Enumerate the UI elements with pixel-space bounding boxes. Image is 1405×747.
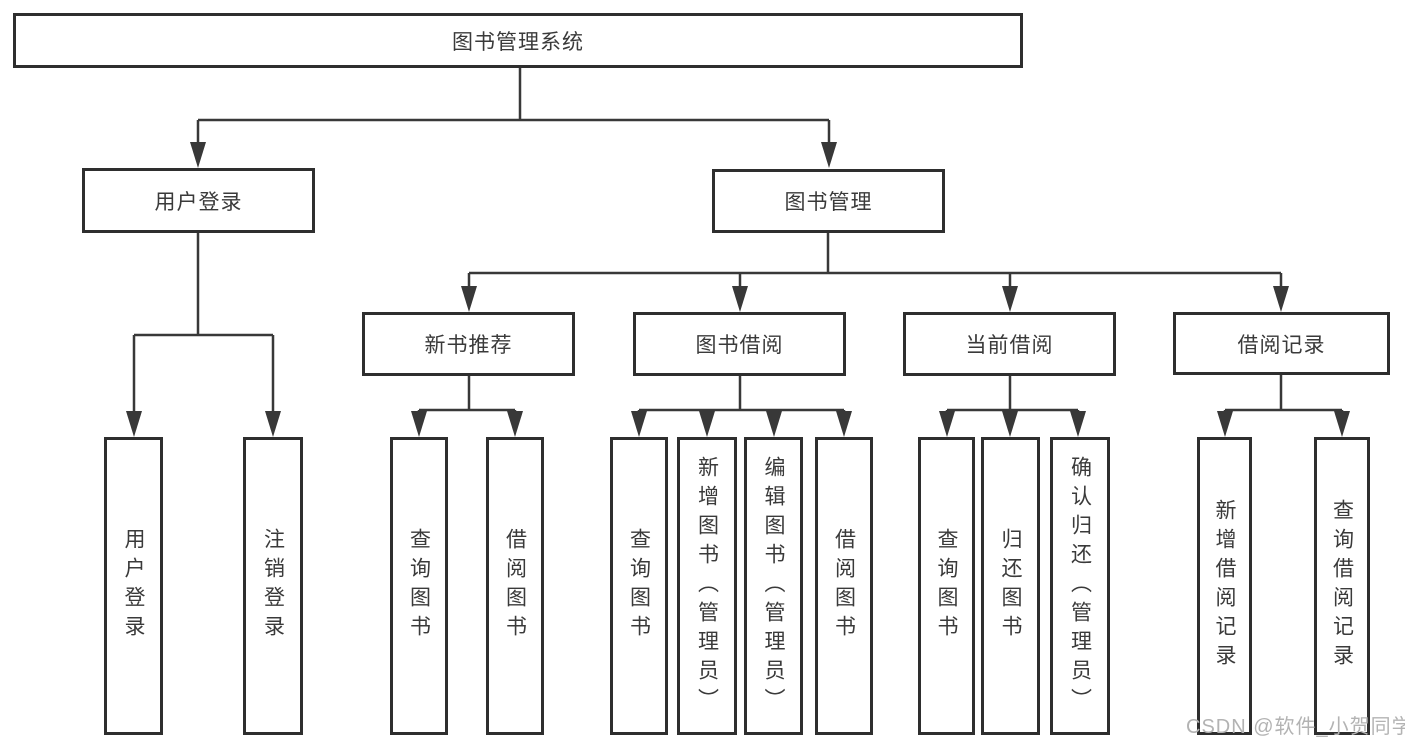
arrow-down-icon [836, 411, 852, 437]
arrow-down-icon [190, 142, 206, 168]
node-book-management: 图书管理 [712, 169, 945, 233]
node-user-login: 用户登录 [82, 168, 315, 233]
arrow-down-icon [265, 411, 281, 437]
arrow-down-icon [821, 142, 837, 168]
leaf-add-borrow-record: 新增借阅记录 [1197, 437, 1252, 735]
leaf-add-books-admin: 新增图书（管理员） [677, 437, 737, 735]
arrow-down-icon [1002, 286, 1018, 312]
arrow-down-icon [766, 411, 782, 437]
leaf-query-borrow-record: 查询借阅记录 [1314, 437, 1370, 735]
leaf-confirm-return-admin: 确认归还（管理员） [1050, 437, 1110, 735]
edge-bookborrow-to-leaves [637, 376, 846, 415]
arrow-down-icon [732, 286, 748, 312]
arrow-down-icon [507, 411, 523, 437]
arrow-down-icon [631, 411, 647, 437]
leaf-query-books: 查询图书 [610, 437, 668, 735]
edge-borrowrecords-to-leaves [1223, 375, 1344, 415]
node-borrow-records: 借阅记录 [1173, 312, 1390, 375]
arrow-down-icon [1002, 411, 1018, 437]
leaf-user-login: 用户登录 [104, 437, 163, 735]
leaf-borrow-books: 借阅图书 [486, 437, 544, 735]
node-current-borrowing: 当前借阅 [903, 312, 1116, 376]
node-new-book-recommend: 新书推荐 [362, 312, 575, 376]
node-book-borrowing: 图书借阅 [633, 312, 846, 376]
edge-bookmgmt-to-level3 [467, 233, 1283, 290]
arrow-down-icon [126, 411, 142, 437]
leaf-query-books: 查询图书 [390, 437, 448, 735]
leaf-logout: 注销登录 [243, 437, 303, 735]
arrow-down-icon [411, 411, 427, 437]
leaf-borrow-books: 借阅图书 [815, 437, 873, 735]
edge-newbookrec-to-leaves [417, 376, 517, 415]
arrow-down-icon [1070, 411, 1086, 437]
arrow-down-icon [1217, 411, 1233, 437]
edge-root-to-level2 [196, 68, 831, 144]
arrow-down-icon [1273, 286, 1289, 312]
leaf-return-books: 归还图书 [981, 437, 1040, 735]
arrow-down-icon [461, 286, 477, 312]
csdn-watermark: CSDN @软件_小贺同学 [1186, 716, 1405, 738]
arrow-down-icon [939, 411, 955, 437]
edge-userlogin-to-leaves [132, 233, 275, 415]
leaf-query-books: 查询图书 [918, 437, 975, 735]
leaf-edit-books-admin: 编辑图书（管理员） [744, 437, 803, 735]
arrow-down-icon [699, 411, 715, 437]
arrow-down-icon [1334, 411, 1350, 437]
node-library-system: 图书管理系统 [13, 13, 1023, 68]
edge-currentborrow-to-leaves [945, 376, 1080, 415]
